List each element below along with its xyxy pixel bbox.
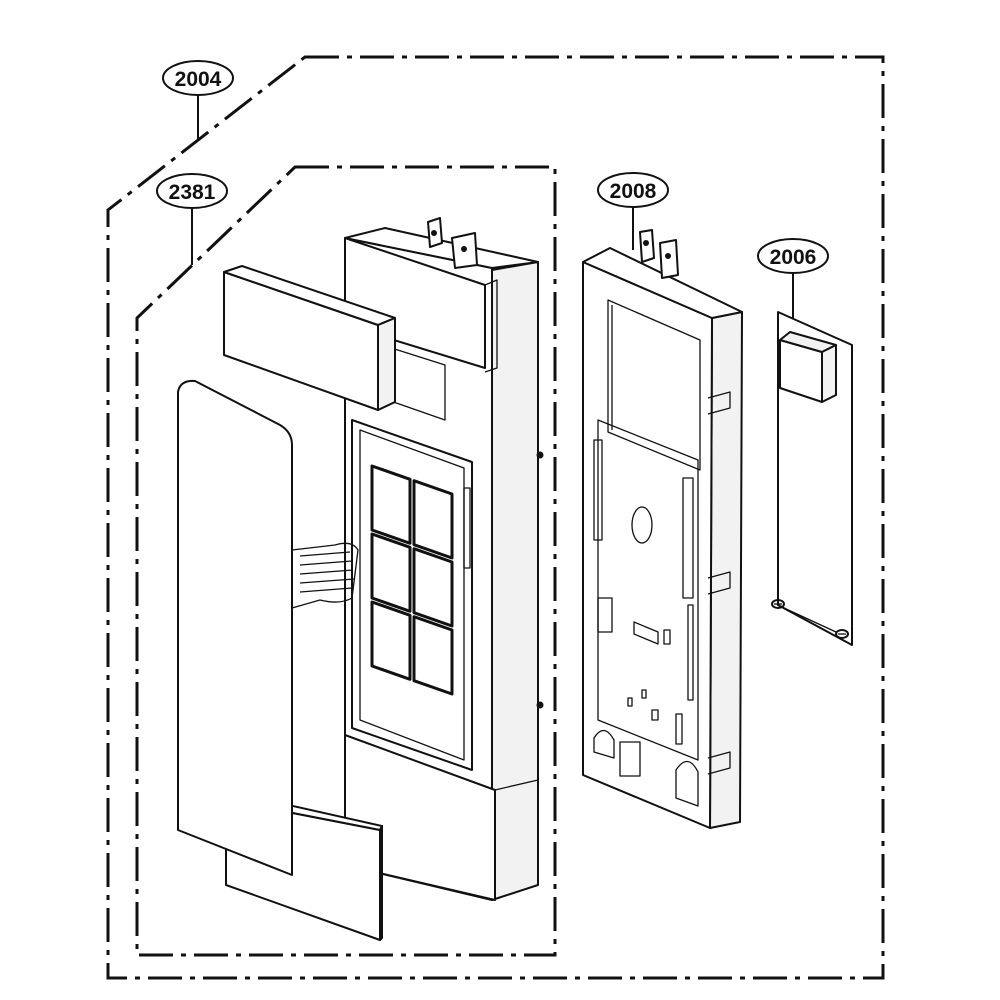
outer-assembly-boundary bbox=[106, 55, 885, 980]
inner-assembly-boundary bbox=[135, 165, 557, 957]
keypad-key-r2-c2 bbox=[412, 547, 454, 628]
membrane-keypad-sheet bbox=[177, 379, 359, 876]
keypad-grid bbox=[370, 464, 454, 696]
keypad-key-r1-c1 bbox=[370, 464, 412, 545]
ribbon-cable bbox=[291, 542, 359, 609]
keypad-key-r2-c1 bbox=[370, 532, 412, 613]
callout-label-2004: 2004 bbox=[175, 68, 222, 91]
callout-label-2381: 2381 bbox=[169, 181, 216, 204]
pcb-screw-left bbox=[771, 599, 785, 609]
callout-2008: 2008 bbox=[597, 172, 669, 208]
callout-label-2006: 2006 bbox=[770, 246, 817, 269]
keypad-key-r3-c1 bbox=[370, 600, 412, 681]
callout-2004: 2004 bbox=[162, 60, 234, 96]
keypad-key-r1-c2 bbox=[412, 479, 454, 560]
callout-label-2008: 2008 bbox=[610, 180, 657, 203]
top-trim-strip bbox=[223, 265, 396, 411]
pcb-board bbox=[771, 311, 853, 646]
callout-2006: 2006 bbox=[757, 238, 829, 274]
panel-frame bbox=[582, 229, 743, 829]
callout-2381: 2381 bbox=[156, 173, 228, 209]
keypad-key-r3-c2 bbox=[412, 615, 454, 696]
pcb-screw-right bbox=[835, 629, 849, 639]
